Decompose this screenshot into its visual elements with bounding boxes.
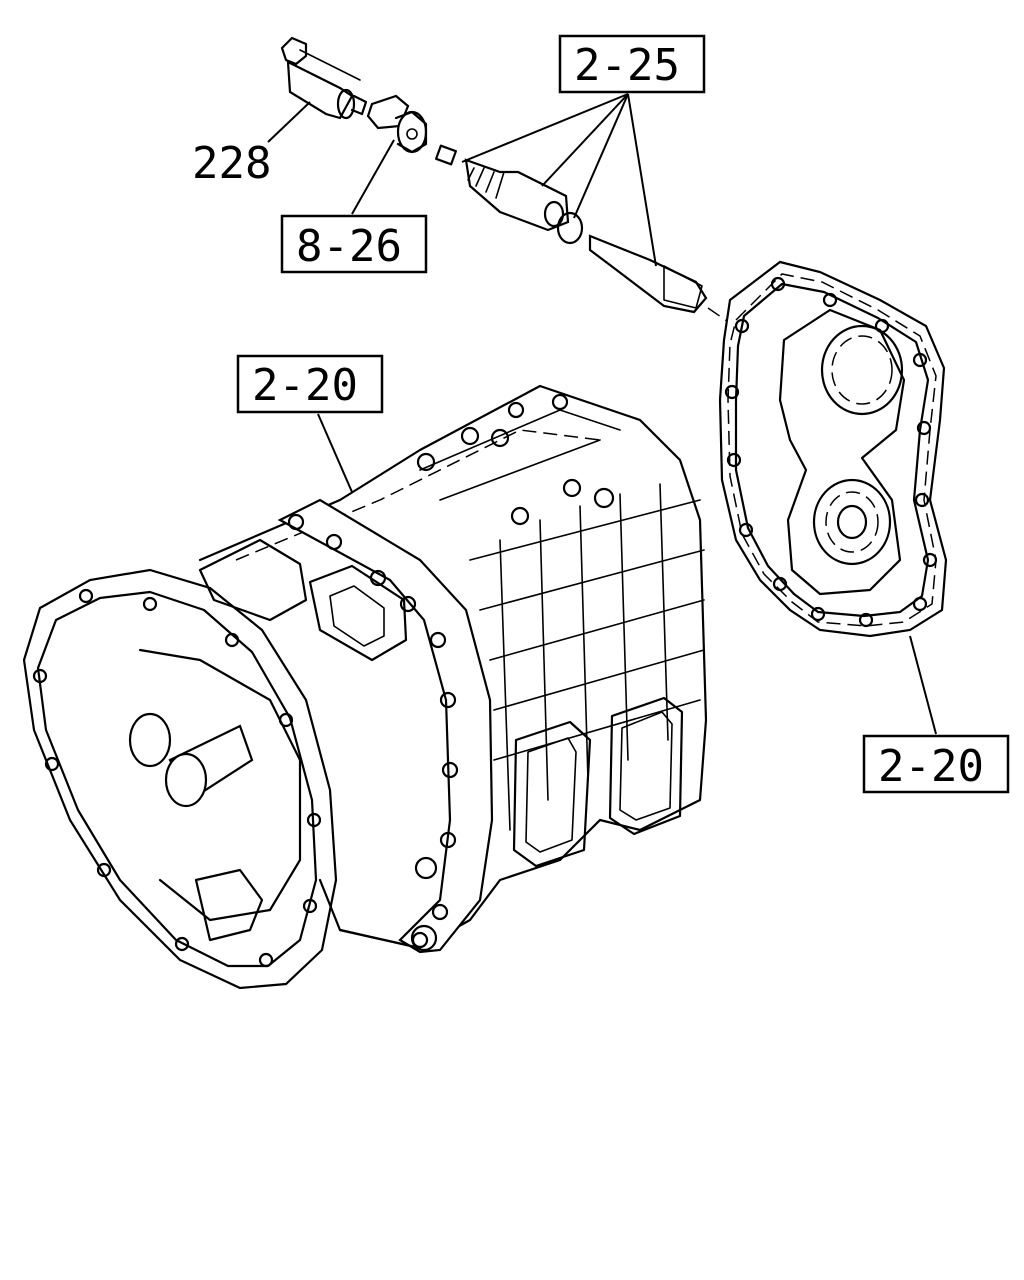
- flange-bolts: [32, 588, 322, 968]
- callout-2-20-cover: 2-20: [878, 741, 984, 792]
- top-bosses: [416, 393, 615, 526]
- part-number-228: 228: [192, 138, 271, 189]
- callout-2-25: 2-25: [574, 40, 680, 91]
- callout-2-20-case: 2-20: [252, 360, 358, 411]
- speed-sensor-drawing: [366, 94, 428, 154]
- neutral-switch-drawing: [280, 36, 368, 120]
- callout-box-2-20-case: [236, 354, 384, 414]
- callout-box-8-26: [280, 214, 428, 274]
- cover-bolts: [724, 276, 938, 628]
- transmission-case-drawing: [22, 384, 708, 990]
- callout-box-2-20-cover: [862, 734, 1010, 794]
- callout-box-2-25: [558, 34, 706, 94]
- speedometer-drive-drawing: [434, 144, 741, 331]
- case-ribs: [419, 409, 705, 831]
- mid-flange-bolts: [287, 513, 459, 949]
- rear-cover-drawing: [718, 260, 948, 638]
- callout-8-26: 8-26: [296, 221, 402, 272]
